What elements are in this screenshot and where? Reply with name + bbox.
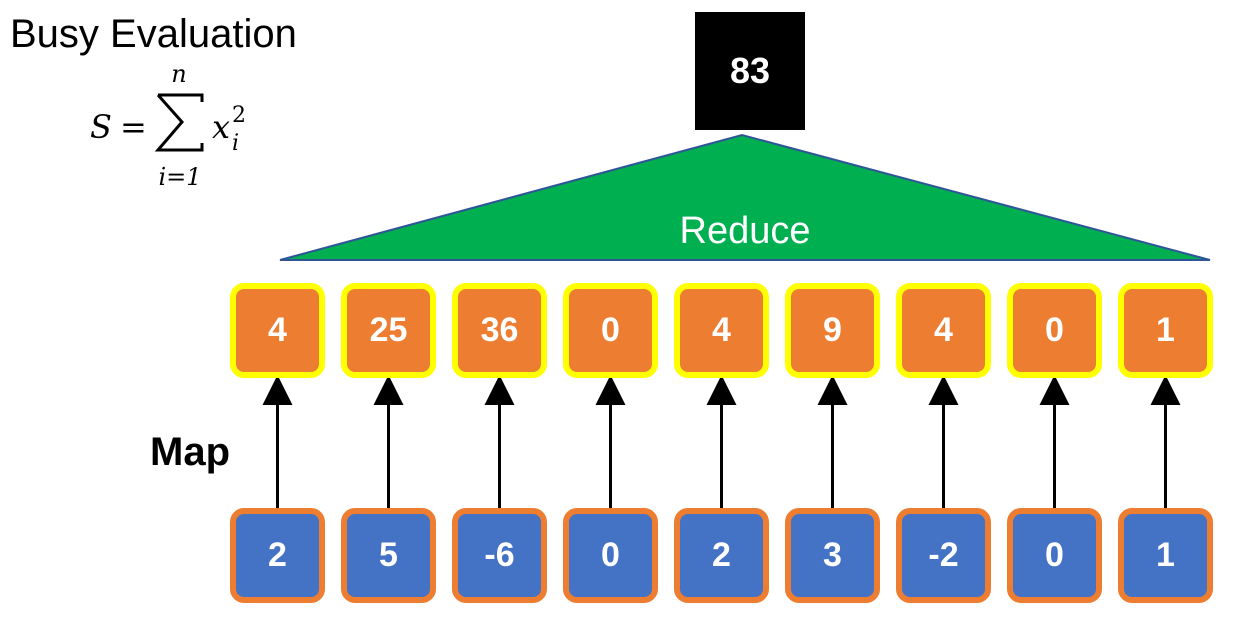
page-title: Busy Evaluation	[10, 12, 297, 56]
output-cell: 4	[674, 283, 769, 378]
reduce-triangle	[279, 133, 1211, 261]
output-cell: 4	[896, 283, 991, 378]
formula-term-sup: 2	[232, 103, 246, 128]
formula-equals: =	[120, 108, 147, 146]
output-cell: 25	[341, 283, 436, 378]
output-cell: 9	[785, 283, 880, 378]
output-cell: 0	[1007, 283, 1102, 378]
formula-upper-limit: n	[171, 60, 186, 88]
sigma-icon	[154, 93, 204, 152]
formula-term-sub: i	[232, 131, 239, 156]
input-cell: 2	[674, 508, 769, 603]
output-cell: 1	[1118, 283, 1213, 378]
input-cell: 5	[341, 508, 436, 603]
sum-formula: S = n i=1 x 2 i	[90, 60, 246, 191]
output-cell: 36	[452, 283, 547, 378]
result-box: 83	[695, 12, 805, 130]
formula-lower-limit: i=1	[158, 163, 201, 191]
input-cell: 3	[785, 508, 880, 603]
input-cell: -2	[896, 508, 991, 603]
formula-term-base: x	[212, 108, 230, 146]
formula-lhs: S	[90, 108, 112, 146]
input-cell: 2	[230, 508, 325, 603]
reduce-label: Reduce	[679, 210, 811, 252]
input-cell: 0	[1007, 508, 1102, 603]
output-cell: 0	[563, 283, 658, 378]
map-arrows	[262, 375, 1181, 508]
input-cell: -6	[452, 508, 547, 603]
input-cell: 0	[563, 508, 658, 603]
output-cell: 4	[230, 283, 325, 378]
map-label: Map	[150, 430, 230, 474]
input-cell: 1	[1118, 508, 1213, 603]
